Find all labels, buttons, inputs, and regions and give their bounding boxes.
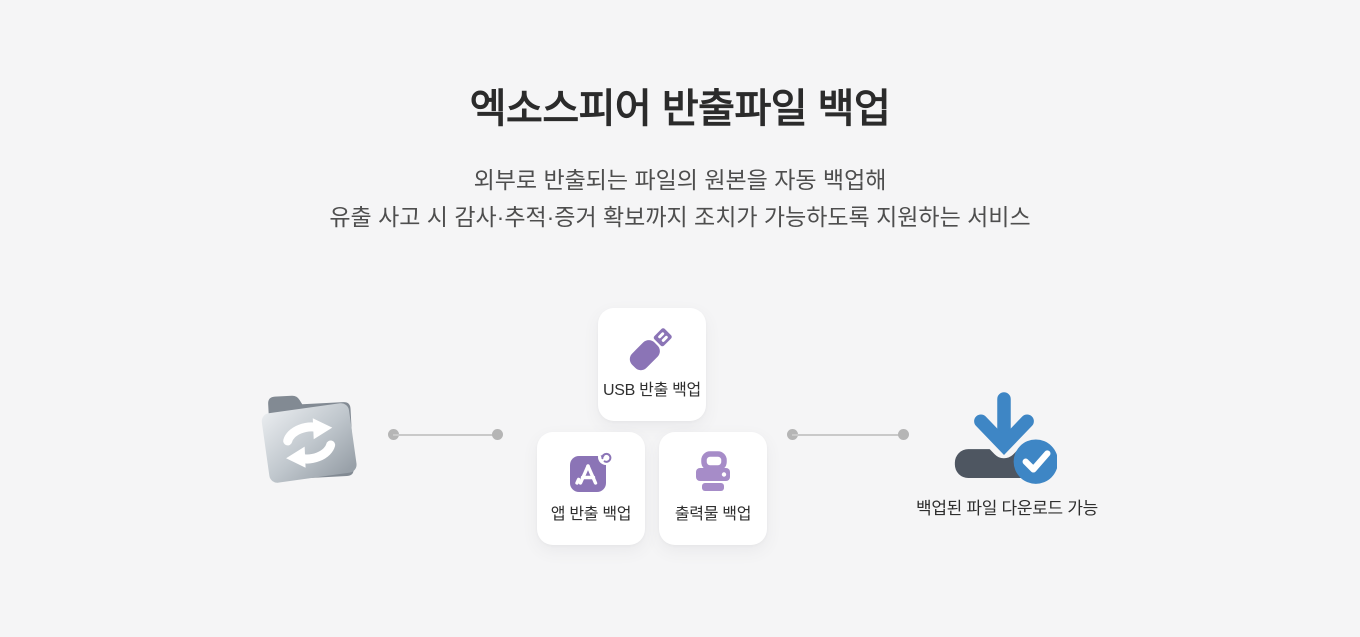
connector-line <box>792 433 904 436</box>
card-app-export-backup: 앱 반출 백업 <box>537 432 645 545</box>
page-title: 엑소스피어 반출파일 백업 <box>469 87 891 131</box>
connector-dot <box>492 429 503 440</box>
card-label: 출력물 백업 <box>674 506 752 523</box>
printer-icon <box>659 444 767 500</box>
usb-drive-icon <box>598 320 706 376</box>
subtitle-line-1: 외부로 반출되는 파일의 원본을 자동 백업해 <box>473 167 887 193</box>
card-label: 앱 반출 백업 <box>550 506 632 523</box>
subtitle-line-2: 유출 사고 시 감사·추적·증거 확보까지 조치가 가능하도록 지원하는 서비스 <box>329 204 1031 230</box>
card-print-backup: 출력물 백업 <box>659 432 767 545</box>
result-caption: 백업된 파일 다운로드 가능 <box>915 499 1098 518</box>
download-complete-icon <box>951 391 1058 488</box>
connector-line-right <box>787 429 909 440</box>
app-export-sync-icon <box>537 444 645 500</box>
connector-line <box>393 433 498 436</box>
sync-folder-icon <box>252 386 364 490</box>
page-subtitle: 외부로 반출되는 파일의 원본을 자동 백업해 유출 사고 시 감사·추적·증거… <box>0 162 1360 236</box>
connector-dot <box>898 429 909 440</box>
connector-line-left <box>388 429 503 440</box>
card-label: USB 반출 백업 <box>603 382 701 399</box>
card-usb-export-backup: USB 반출 백업 <box>598 308 706 421</box>
